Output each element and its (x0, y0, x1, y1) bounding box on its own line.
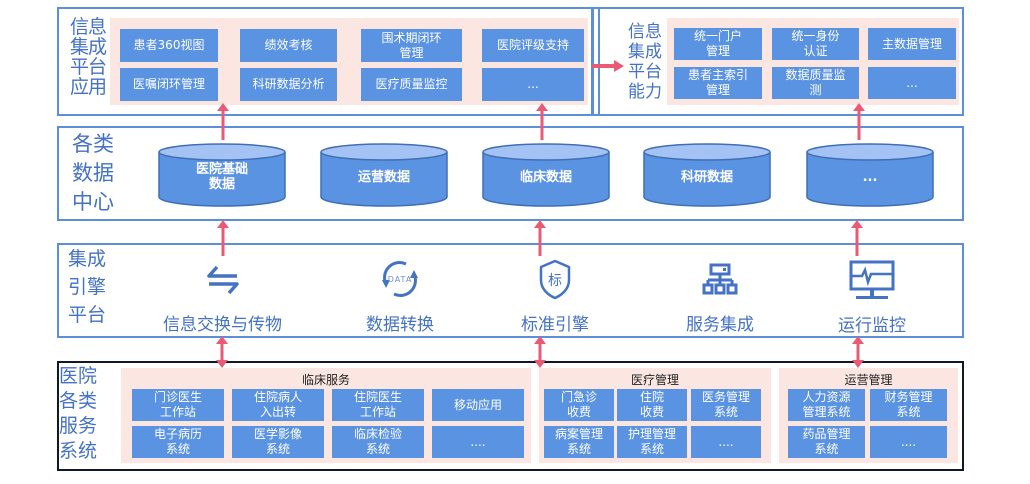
database-icon (482, 143, 610, 207)
capability-tile[interactable]: 统一身份 认证 (772, 28, 859, 60)
medical-tile[interactable]: 住院 收费 (617, 389, 687, 421)
clinical-tile[interactable]: 住院医生 工作站 (332, 389, 424, 421)
arrow-up-icon (851, 220, 863, 256)
database-cylinder[interactable]: 科研数据 (642, 142, 772, 208)
medical-tile[interactable]: 医务管理 系统 (691, 389, 761, 421)
group-title-operations: 运营管理 (844, 373, 893, 387)
database-cylinder[interactable]: 医院基础 数据 (157, 142, 287, 208)
arrow-up-icon (217, 220, 229, 256)
clinical-tile[interactable]: .... (432, 426, 524, 458)
capability-layer-label: 信息 集成 平台 能力 (628, 22, 662, 102)
svg-text:DATA: DATA (388, 275, 413, 284)
app-tile[interactable]: 医嘱闭环管理 (120, 68, 218, 101)
capability-inner-divider (598, 7, 600, 116)
clinical-tile[interactable]: 临床检验 系统 (332, 426, 424, 458)
group-title-medical: 医疗管理 (630, 373, 679, 387)
medical-tile[interactable]: 护理管理 系统 (617, 426, 687, 458)
engine-platform-box (57, 243, 964, 338)
engine-item-service-integration[interactable]: 服务集成 (670, 262, 770, 335)
app-tile[interactable]: 医院评级支持 (482, 29, 584, 62)
hospital-systems-label: 医院 各类 服务 系统 (59, 365, 98, 462)
engine-item-standard[interactable]: 标 标准引擎 (505, 258, 605, 335)
group-title-clinical: 临床服务 (301, 373, 350, 387)
database-icon (320, 143, 448, 207)
monitor-pulse-icon (849, 260, 895, 299)
engine-item-label: 标准引擎 (521, 315, 589, 335)
clinical-tile[interactable]: 移动应用 (432, 389, 524, 421)
operations-tile[interactable]: .... (870, 426, 947, 458)
database-cylinder[interactable]: 临床数据 (481, 142, 611, 208)
database-icon (158, 143, 286, 207)
capability-tile[interactable]: 数据质量监 测 (772, 67, 859, 99)
operations-tile[interactable]: 人力资源 管理系统 (788, 389, 865, 421)
capability-tile[interactable]: 患者主索引 管理 (674, 67, 762, 99)
medical-tile[interactable]: .... (691, 426, 761, 458)
database-label: 医院基础 数据 (195, 162, 248, 192)
capability-tile[interactable]: ... (868, 67, 956, 99)
medical-tile[interactable]: 病案管理 系统 (544, 426, 614, 458)
clinical-tile[interactable]: 医学影像 系统 (232, 426, 324, 458)
exchange-arrows-icon (206, 265, 239, 295)
svg-text:标: 标 (548, 273, 562, 289)
arrow-up-icon (853, 103, 865, 140)
app-tile[interactable]: 围术期闭环 管理 (361, 29, 462, 62)
engine-platform-label: 集成 引擎 平台 (68, 248, 107, 326)
arrow-right-icon (592, 60, 624, 72)
app-layer-label: 信息 集成 平台 应用 (70, 16, 107, 98)
app-tile[interactable]: 绩效考核 (240, 29, 337, 62)
engine-item-label: 运行监控 (838, 316, 906, 336)
database-label: 临床数据 (519, 170, 572, 185)
shield-standard-icon: 标 (539, 259, 571, 300)
app-tile[interactable]: 医疗质量监控 (361, 68, 462, 101)
data-center-label: 各类 数据 中心 (72, 132, 114, 214)
clinical-tile[interactable]: 电子病历 系统 (132, 426, 224, 458)
arrow-up-icon (536, 103, 548, 140)
app-tile[interactable]: ... (482, 68, 584, 101)
engine-item-label: 数据转换 (366, 315, 434, 335)
clinical-tile[interactable]: 住院病人 入出转 (232, 389, 324, 421)
engine-item-label: 信息交换与传物 (163, 315, 282, 335)
database-cylinder[interactable]: 运营数据 (319, 142, 449, 208)
medical-tile[interactable]: 门急诊 收费 (544, 389, 614, 421)
data-refresh-icon: DATA (382, 261, 418, 297)
clinical-tile[interactable]: 门诊医生 工作站 (132, 389, 224, 421)
database-label: 科研数据 (680, 170, 733, 185)
arrow-bidirectional-icon (852, 336, 864, 368)
database-icon (806, 143, 934, 207)
arrow-up-icon (534, 220, 546, 256)
engine-item-data-transform[interactable]: DATA 数据转换 (340, 258, 460, 335)
engine-item-exchange[interactable]: 信息交换与传物 (150, 262, 295, 335)
capability-tile[interactable]: 主数据管理 (868, 28, 956, 60)
operations-tile[interactable]: 财务管理 系统 (870, 389, 947, 421)
capability-tile[interactable]: 统一门户 管理 (674, 28, 762, 60)
arrow-up-icon (217, 103, 229, 140)
database-cylinder[interactable]: ... (805, 142, 935, 208)
arrow-bidirectional-icon (216, 336, 228, 368)
database-label: ... (862, 170, 878, 185)
engine-item-monitoring[interactable]: 运行监控 (822, 259, 922, 336)
app-tile[interactable]: 患者360视图 (120, 29, 218, 62)
database-icon (643, 143, 771, 207)
operations-tile[interactable]: 药品管理 系统 (788, 426, 865, 458)
network-hierarchy-icon (702, 263, 738, 295)
arrow-bidirectional-icon (534, 336, 546, 368)
engine-item-label: 服务集成 (686, 315, 754, 335)
database-label: 运营数据 (357, 170, 410, 185)
app-tile[interactable]: 科研数据分析 (240, 68, 337, 101)
